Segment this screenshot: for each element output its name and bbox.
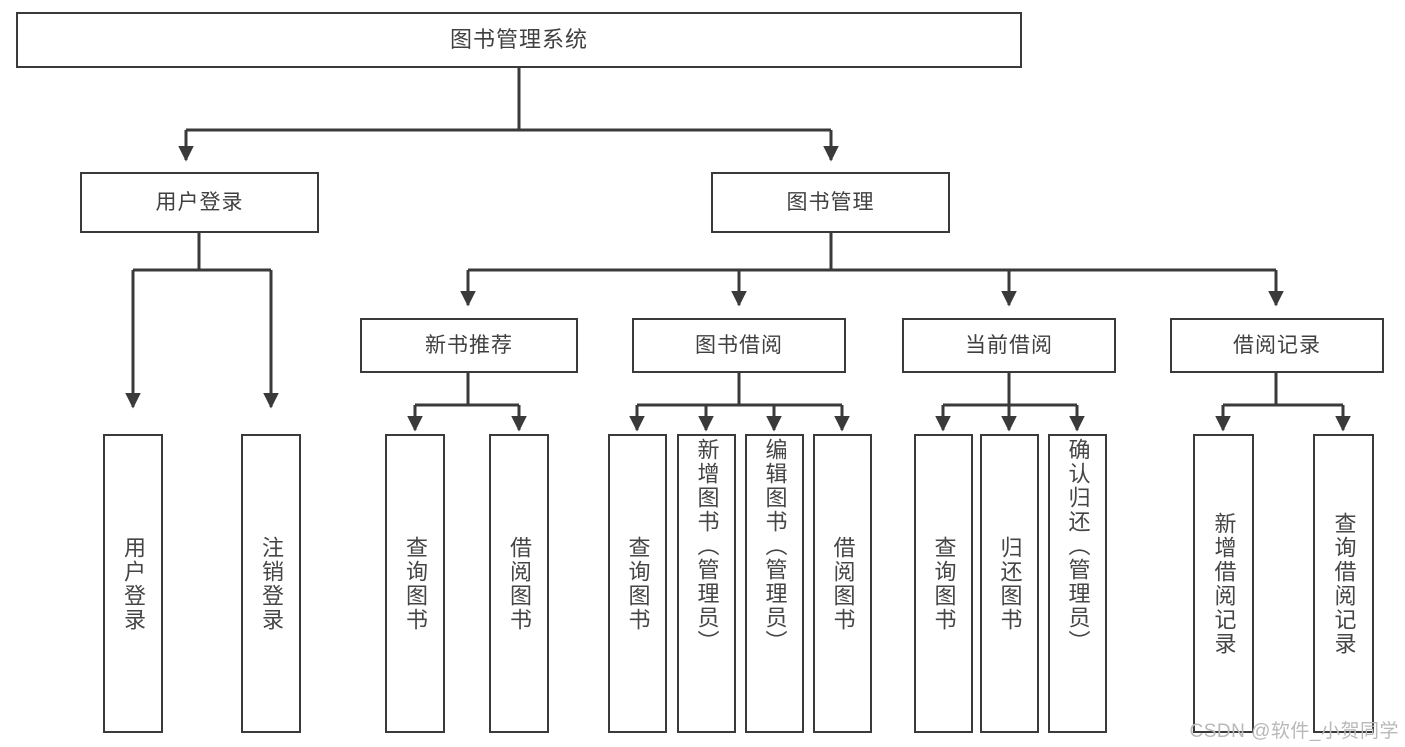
node-leaf-query-book-3[interactable]: 查询图书	[914, 434, 973, 733]
node-leaf-borrow-book-1-label: 借阅图书	[506, 535, 532, 632]
node-leaf-query-record[interactable]: 查询借阅记录	[1313, 434, 1374, 733]
node-leaf-return-book-label: 归还图书	[997, 535, 1023, 632]
node-user-login[interactable]: 用户登录	[80, 172, 319, 233]
node-borrow-record[interactable]: 借阅记录	[1170, 318, 1384, 373]
node-leaf-user-logout-label: 注销登录	[258, 535, 284, 632]
node-root[interactable]: 图书管理系统	[16, 12, 1022, 68]
node-leaf-edit-book[interactable]: 编辑图书（管理员）	[745, 434, 804, 733]
node-book-manage[interactable]: 图书管理	[711, 172, 950, 233]
node-leaf-return-book[interactable]: 归还图书	[980, 434, 1039, 733]
node-leaf-query-record-label: 查询借阅记录	[1331, 511, 1357, 656]
node-leaf-add-record[interactable]: 新增借阅记录	[1193, 434, 1254, 733]
node-current-borrow-label: 当前借阅	[965, 333, 1053, 357]
node-leaf-confirm-return-label: 确认归还（管理员）	[1065, 438, 1091, 654]
node-leaf-add-book[interactable]: 新增图书（管理员）	[677, 434, 736, 733]
node-leaf-edit-book-label: 编辑图书（管理员）	[762, 438, 788, 654]
node-user-login-label: 用户登录	[155, 190, 244, 214]
node-leaf-add-record-label: 新增借阅记录	[1211, 511, 1237, 656]
node-leaf-borrow-book-1[interactable]: 借阅图书	[489, 434, 549, 733]
node-leaf-query-book-3-label: 查询图书	[931, 535, 957, 632]
node-leaf-user-logout[interactable]: 注销登录	[241, 434, 301, 733]
node-book-borrow-label: 图书借阅	[695, 333, 783, 357]
node-leaf-user-login[interactable]: 用户登录	[103, 434, 163, 733]
node-leaf-borrow-book-2-label: 借阅图书	[830, 535, 856, 632]
node-book-manage-label: 图书管理	[786, 190, 875, 214]
node-leaf-borrow-book-2[interactable]: 借阅图书	[813, 434, 872, 733]
node-current-borrow[interactable]: 当前借阅	[902, 318, 1116, 373]
node-book-borrow[interactable]: 图书借阅	[632, 318, 846, 373]
node-leaf-query-book-1[interactable]: 查询图书	[385, 434, 445, 733]
node-leaf-add-book-label: 新增图书（管理员）	[694, 438, 720, 654]
node-borrow-record-label: 借阅记录	[1233, 333, 1321, 357]
node-new-book-recommend[interactable]: 新书推荐	[360, 318, 578, 373]
node-new-book-recommend-label: 新书推荐	[425, 333, 513, 357]
node-leaf-query-book-2[interactable]: 查询图书	[608, 434, 667, 733]
csdn-watermark: CSDN @软件_小贺同学	[1189, 721, 1399, 742]
node-leaf-confirm-return[interactable]: 确认归还（管理员）	[1048, 434, 1107, 733]
node-leaf-query-book-2-label: 查询图书	[625, 535, 651, 632]
node-leaf-query-book-1-label: 查询图书	[402, 535, 428, 632]
node-leaf-user-login-label: 用户登录	[120, 535, 146, 632]
node-root-label: 图书管理系统	[449, 26, 588, 52]
